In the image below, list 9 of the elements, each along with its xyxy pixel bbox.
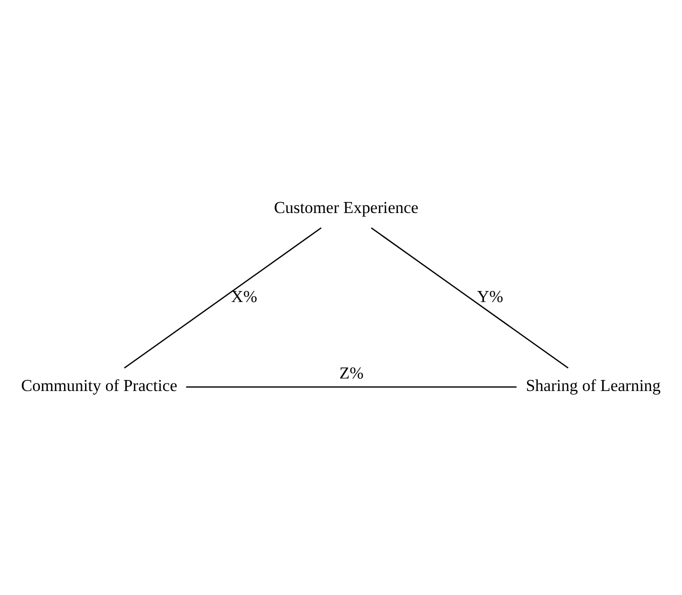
node-text: Community of Practice: [21, 375, 178, 394]
node-text: Sharing of Learning: [526, 375, 661, 394]
connector: [124, 226, 322, 368]
connector: [186, 386, 517, 388]
edge-label: X%: [231, 286, 258, 306]
edge-label: Z%: [339, 362, 364, 382]
node-text: Customer Experience: [274, 198, 418, 217]
edge-label: Y%: [477, 286, 504, 306]
connector: [370, 226, 569, 368]
